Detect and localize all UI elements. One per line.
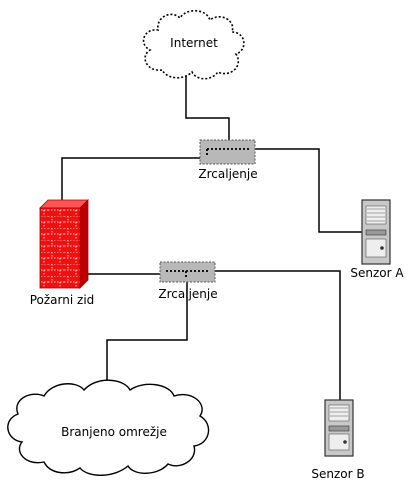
link-mirror-top-sensor-a <box>255 148 362 233</box>
mirror-bottom-node: Zrcaljenje <box>158 261 218 301</box>
mirror-top-label: Zrcaljenje <box>198 167 257 181</box>
firewall-node: Požarni zid <box>30 199 95 307</box>
sensor-b-node: Senzor B <box>311 399 365 481</box>
cloud-icon <box>142 9 245 80</box>
link-mirror-top-firewall <box>61 157 200 200</box>
cloud-icon <box>7 379 210 476</box>
sensor-a-node: Senzor A <box>350 199 404 280</box>
connections <box>61 76 362 400</box>
firewall-label: Požarni zid <box>30 293 95 307</box>
protected-network-node: Branjeno omrežje <box>7 379 210 476</box>
sensor-a-label: Senzor A <box>350 266 404 280</box>
link-internet-mirror-top <box>185 76 230 149</box>
sensor-b-label: Senzor B <box>311 467 364 481</box>
mirror-bottom-label: Zrcaljenje <box>158 287 217 301</box>
server-tower-icon <box>361 199 391 265</box>
internet-label: Internet <box>170 36 218 50</box>
server-tower-icon <box>324 399 354 457</box>
internet-node: Internet <box>142 9 245 80</box>
network-tap-icon <box>199 139 256 165</box>
network-tap-icon <box>159 261 216 283</box>
link-mirror-bottom-sensor-b <box>186 270 341 400</box>
link-mirror-bottom-network <box>106 280 188 386</box>
protected-network-label: Branjeno omrežje <box>61 425 167 439</box>
mirror-top-node: Zrcaljenje <box>198 139 258 181</box>
firewall-icon <box>39 199 89 289</box>
